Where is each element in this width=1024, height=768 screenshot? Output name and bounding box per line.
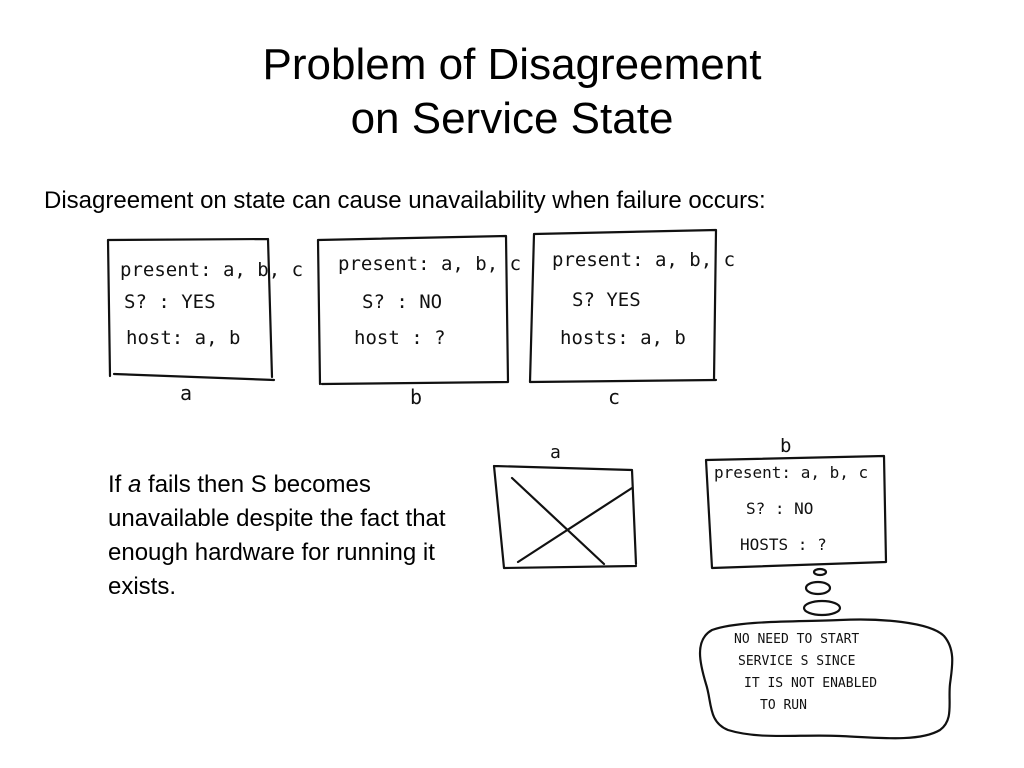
- thought-dot-small: [812, 567, 828, 577]
- slide-subtitle: Disagreement on state can cause unavaila…: [44, 187, 766, 214]
- survivor-node-b: b present: a, b, c S? : NO HOSTS : ?: [704, 435, 888, 570]
- node-b: present: a, b, c S? : NO host : ? b: [316, 234, 521, 409]
- node-c: present: a, b, c S? YES hosts: a, b c: [528, 228, 735, 409]
- node-c-label: c: [608, 385, 620, 409]
- node-b-box: [316, 234, 510, 386]
- node-b-line-2: S? : NO: [362, 291, 442, 313]
- node-c-line-3: hosts: a, b: [560, 327, 686, 349]
- caption-italic: a: [128, 471, 142, 498]
- title-line-2: on Service State: [350, 94, 674, 143]
- thought-line-2: SERVICE S SINCE: [738, 654, 855, 669]
- survivor-box: [704, 454, 888, 570]
- thought-line-4: TO RUN: [760, 698, 807, 713]
- thought-dot-medium: [804, 580, 832, 596]
- thought-line-3: IT IS NOT ENABLED: [744, 676, 877, 691]
- cloud-outline: [699, 618, 954, 740]
- survivor-label: b: [780, 435, 791, 457]
- thought-dot-large: [802, 599, 842, 617]
- node-a-line-2: S? : YES: [124, 291, 216, 313]
- node-c-box: [528, 228, 718, 384]
- node-b-label: b: [410, 385, 422, 409]
- node-c-line-2: S? YES: [572, 289, 641, 311]
- title-line-1: Problem of Disagreement: [262, 40, 762, 89]
- failed-node-label: a: [550, 442, 561, 463]
- survivor-line-1: present: a, b, c: [714, 463, 868, 482]
- node-a-line-1: present: a, b, c: [120, 259, 303, 281]
- thought-line-1: NO NEED TO START: [734, 632, 859, 647]
- caption-rest: fails then S becomes unavailable despite…: [108, 471, 446, 600]
- node-a-box: [106, 237, 276, 382]
- survivor-line-2: S? : NO: [746, 499, 813, 518]
- node-b-line-3: host : ?: [354, 327, 446, 349]
- survivor-line-3: HOSTS : ?: [740, 535, 827, 554]
- node-a: present: a, b, c S? : YES host: a, b a: [106, 237, 303, 405]
- thought-cloud: NO NEED TO START SERVICE S SINCE IT IS N…: [699, 618, 954, 740]
- node-a-line-3: host: a, b: [126, 327, 240, 349]
- failed-node-box: [492, 464, 638, 570]
- caption-text: If a fails then S becomes unavailable de…: [108, 468, 468, 604]
- failed-node-a: a: [492, 442, 638, 570]
- node-c-line-1: present: a, b, c: [552, 249, 735, 271]
- slide-title: Problem of Disagreement on Service State: [0, 38, 1024, 146]
- node-a-label: a: [180, 381, 192, 405]
- node-b-line-1: present: a, b, c: [338, 253, 521, 275]
- caption-prefix: If: [108, 471, 129, 498]
- cross-mark: [510, 476, 634, 566]
- thought-bubbles: [802, 567, 842, 617]
